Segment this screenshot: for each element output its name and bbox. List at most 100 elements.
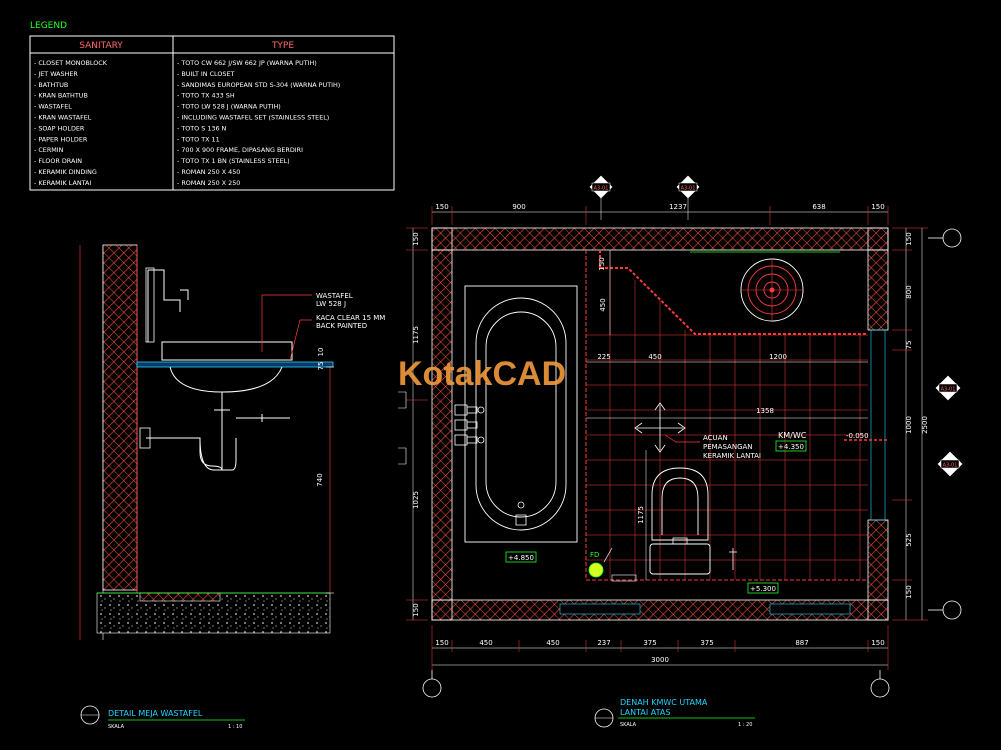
legend-sanitary-item: - PAPER HOLDER: [34, 135, 88, 143]
legend-type-item: - TOTO TX 433 SH: [177, 92, 235, 100]
dim-740: 740: [316, 473, 324, 486]
legend-type-item: - BUILT IN CLOSET: [177, 70, 235, 78]
legend-sanitary-item: - KRAN WASTAFEL: [34, 114, 92, 122]
basin-rim: [161, 341, 293, 361]
label-kaca: KACA CLEAR 15 MM: [316, 314, 385, 322]
dim-bot-150b: 150: [871, 639, 884, 647]
dim-inner-1175: 1175: [637, 506, 645, 524]
detail-wastafel: 740 10 75 WASTAFEL LW 528 J KACA CLEAR 1…: [79, 244, 385, 730]
dim-top-150b: 150: [871, 203, 884, 211]
dim-inner-150: 150: [598, 257, 606, 270]
acuan-label-2: PEMASANGAN: [703, 443, 753, 451]
plan-scale: 1 : 20: [738, 722, 752, 728]
level-floor: +5.300: [750, 585, 776, 593]
legend-sanitary-item: - BATHTUB: [34, 81, 68, 89]
inner-dimensions: [586, 250, 868, 580]
legend-header-sanitary: SANITARY: [79, 41, 123, 51]
basin-bowl: [169, 366, 283, 393]
legend-title: LEGEND: [30, 21, 67, 31]
section-marker-right-2: A3-01: [937, 451, 963, 477]
svg-text:A3-01: A3-01: [681, 186, 696, 192]
dim-left-150b: 150: [412, 603, 420, 616]
level-tub: +4.850: [508, 554, 534, 562]
legend-sanitary-item: - WASTAFEL: [34, 103, 72, 111]
dim-inner-450: 450: [599, 298, 607, 311]
legend-header-type: TYPE: [271, 41, 294, 51]
legend-type-item: - TOTO TX 1 BN (STAINLESS STEEL): [177, 157, 290, 165]
legend-type-item: - TOTO CW 662 J/SW 662 JP (WARNA PUTIH): [177, 59, 317, 67]
dim-right-150b: 150: [905, 585, 913, 598]
svg-text:A3-01: A3-01: [941, 387, 956, 393]
label-kaca-2: BACK PAINTED: [316, 322, 367, 330]
wall-section: [102, 244, 138, 591]
svg-text:A3-01: A3-01: [943, 463, 958, 469]
legend-type-item: - SANDIMAS EUROPEAN STD S-304 (WARNA PUT…: [177, 81, 340, 89]
dim-inner-1358: 1358: [756, 407, 774, 415]
dim-top-900: 900: [512, 203, 525, 211]
dim-bot-450b: 450: [546, 639, 559, 647]
dim-bot-887: 887: [795, 639, 808, 647]
detail-scale-word: SKALA: [108, 724, 125, 730]
legend-sanitary-item: - CLOSET MONOBLOCK: [34, 59, 108, 67]
dim-bot-237: 237: [597, 639, 610, 647]
svg-text:A3-01: A3-01: [594, 186, 609, 192]
room-level: +4.350: [778, 443, 804, 451]
faucet: [147, 269, 189, 342]
dim-right-525: 525: [905, 533, 913, 546]
floor-tile-grid: [586, 250, 868, 580]
wall-right-upper: [867, 249, 889, 331]
dim-total-width: 3000: [651, 656, 669, 664]
bathtub-outer: [475, 297, 567, 531]
level-right: -0.050: [846, 432, 869, 440]
bathtub-inner: [485, 311, 557, 518]
dim-75: 75: [317, 362, 325, 371]
floor-plan: FD ACUAN PEMASANGAN KERAMIK LANTAI KM/WC…: [398, 175, 963, 728]
detail-scale: 1 : 10: [228, 724, 242, 730]
dim-inner-450b: 450: [648, 353, 661, 361]
legend-sanitary-item: - CERMIN: [34, 146, 64, 154]
legend-type-item: - TOTO S 136 N: [177, 124, 227, 132]
acuan-label-3: KERAMIK LANTAI: [703, 452, 761, 460]
dim-left-1025: 1025: [412, 491, 420, 509]
dim-inner-225: 225: [597, 353, 610, 361]
room-name: KM/WC: [778, 431, 807, 440]
dim-right-800: 800: [905, 285, 913, 298]
grid-bubbles: [422, 228, 962, 698]
bathtub-frame: [464, 285, 578, 543]
wall-right-lower: [867, 519, 889, 601]
acuan-label-1: ACUAN: [703, 434, 728, 442]
dim-bot-150a: 150: [435, 639, 448, 647]
legend-type-item: - INCLUDING WASTAFEL SET (STAINLESS STEE…: [177, 114, 329, 122]
dim-bot-375a: 375: [643, 639, 656, 647]
dim-top-1237: 1237: [669, 203, 687, 211]
dim-top-638: 638: [812, 203, 825, 211]
label-wastafel: WASTAFEL: [316, 292, 353, 300]
dim-right-1000: 1000: [905, 416, 913, 434]
shower-curb: [600, 267, 868, 335]
watermark: KotakCAD: [398, 355, 566, 393]
fd-label: FD: [590, 551, 599, 559]
dim-inner-1200: 1200: [769, 353, 787, 361]
trap-pipe: [146, 392, 237, 471]
window-bottom-left: [559, 603, 641, 615]
dim-bot-450a: 450: [479, 639, 492, 647]
legend-type-item: - TOTO TX 11: [177, 135, 220, 143]
tile-reference-arrow: [634, 402, 686, 453]
legend-sanitary-item: - FLOOR DRAIN: [34, 157, 82, 165]
legend-type-item: - ROMAN 250 X 250: [177, 179, 240, 187]
legend-sanitary-item: - KERAMIK DINDING: [34, 168, 97, 176]
legend-sanitary-item: - SOAP HOLDER: [34, 124, 85, 132]
legend-sanitary-item: - KRAN BATHTUB: [34, 92, 88, 100]
counter-top: [136, 361, 334, 368]
window-bottom-right: [769, 603, 851, 615]
floor-drain: [588, 562, 604, 578]
dim-left-1175: 1175: [412, 326, 420, 344]
wet-area-border: [585, 250, 868, 581]
legend: LEGEND SANITARY TYPE - CLOSET MONOBLOCK -…: [29, 21, 395, 191]
plan-title-1: DENAH KMWC UTAMA: [620, 698, 708, 707]
section-marker-right-1: A3-01: [935, 375, 961, 401]
legend-sanitary-item: - KERAMIK LANTAI: [34, 179, 91, 187]
dim-10: 10: [317, 348, 325, 357]
toilet: [649, 467, 711, 575]
